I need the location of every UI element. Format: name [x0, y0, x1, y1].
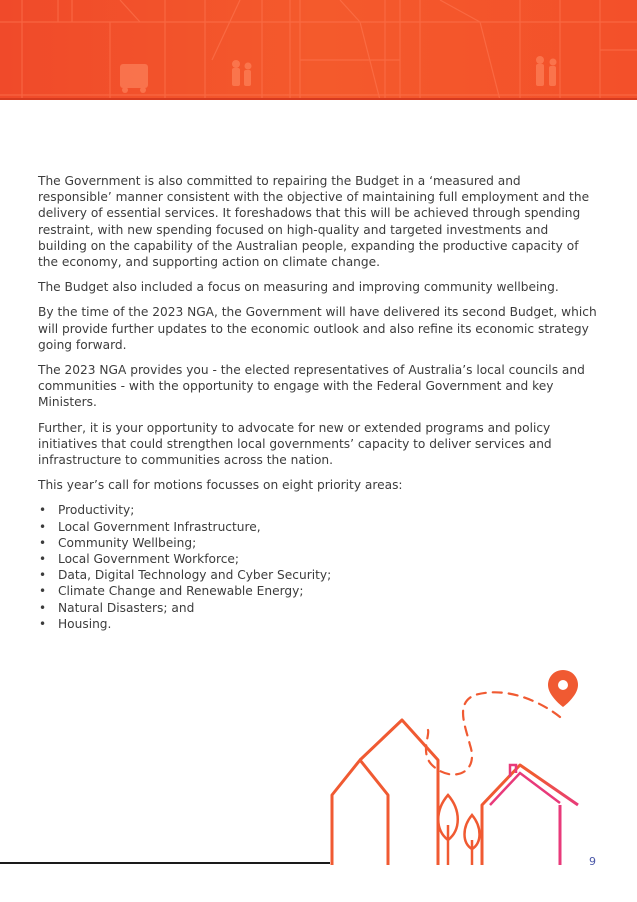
list-item-label: Climate Change and Renewable Energy;: [58, 584, 304, 599]
banner-divider: [0, 98, 637, 100]
paragraph: The Government is also committed to repa…: [38, 174, 590, 270]
list-item-label: Productivity;: [58, 503, 135, 518]
footer-rule: [0, 862, 330, 864]
paragraph: The Budget also included a focus on meas…: [38, 280, 559, 295]
dashed-route: [424, 691, 562, 776]
paragraph: The 2023 NGA provides you - the elected …: [38, 363, 585, 410]
list-item-label: Data, Digital Technology and Cyber Secur…: [58, 568, 332, 583]
bullet-icon: •: [39, 519, 47, 534]
paragraph: Further, it is your opportunity to advoc…: [38, 420, 552, 468]
bus-silhouette: [120, 64, 148, 88]
priority-areas-list: • Productivity; • Local Government Infrast…: [38, 502, 598, 632]
list-item: • Climate Change and Renewable Energy;: [38, 583, 598, 599]
bullet-icon: •: [39, 616, 47, 631]
body-content: The Government is also committed to repa…: [38, 173, 598, 632]
header-banner: [0, 0, 637, 100]
people-silhouette: [232, 60, 240, 68]
list-item-label: Local Government Workforce;: [58, 552, 239, 567]
location-pin-icon: [548, 670, 578, 707]
bullet-icon: •: [39, 600, 47, 615]
list-item: • Community Wellbeing;: [38, 535, 598, 551]
list-item: • Natural Disasters; and: [38, 600, 598, 616]
bullet-icon: •: [39, 503, 47, 518]
paragraph: This year’s call for motions focusses on…: [38, 478, 403, 493]
page-number: 9: [589, 855, 596, 868]
house-outline: [330, 758, 390, 865]
houses-illustration: [330, 670, 579, 867]
list-item: • Productivity;: [38, 502, 598, 518]
list-item-label: Community Wellbeing;: [58, 535, 197, 550]
bullet-icon: •: [39, 568, 47, 583]
tree-icon: [437, 793, 481, 865]
list-item-label: Housing.: [58, 616, 112, 631]
paragraph: By the time of the 2023 NGA, the Governm…: [38, 305, 597, 352]
list-item-label: Local Government Infrastructure,: [58, 519, 261, 534]
house-outline: [358, 718, 440, 865]
list-item: • Data, Digital Technology and Cyber Secu…: [38, 567, 598, 583]
house-outline: [480, 763, 579, 865]
list-item-label: Natural Disasters; and: [58, 600, 195, 615]
list-item: • Local Government Infrastructure,: [38, 519, 598, 535]
bullet-icon: •: [39, 584, 47, 599]
bullet-icon: •: [39, 535, 47, 550]
bullet-icon: •: [39, 552, 47, 567]
list-item: • Local Government Workforce;: [38, 551, 598, 567]
list-item: • Housing.: [38, 616, 598, 632]
street-map-pattern: [0, 0, 637, 100]
